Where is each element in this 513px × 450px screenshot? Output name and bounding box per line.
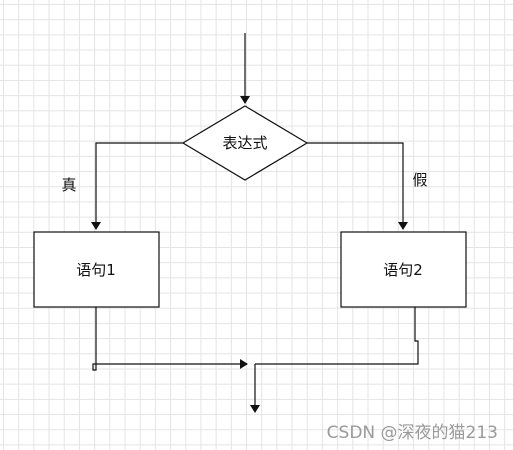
statement2-box: [340, 231, 467, 308]
false-branch-line: [307, 142, 408, 230]
decision-diamond: [181, 105, 309, 181]
true-branch-line: [91, 142, 183, 230]
statement2-merge-line: [255, 307, 419, 365]
false-branch-label: 假: [412, 171, 427, 189]
statement1-box: [33, 231, 160, 308]
decision-label: 表达式: [222, 134, 267, 152]
true-branch-label: 真: [61, 176, 76, 194]
statement2-label: 语句2: [383, 261, 423, 279]
watermark: CSDN @深夜的猫213: [327, 423, 498, 443]
statement1-merge-line: [92, 307, 248, 371]
statement1-label: 语句1: [76, 261, 116, 279]
